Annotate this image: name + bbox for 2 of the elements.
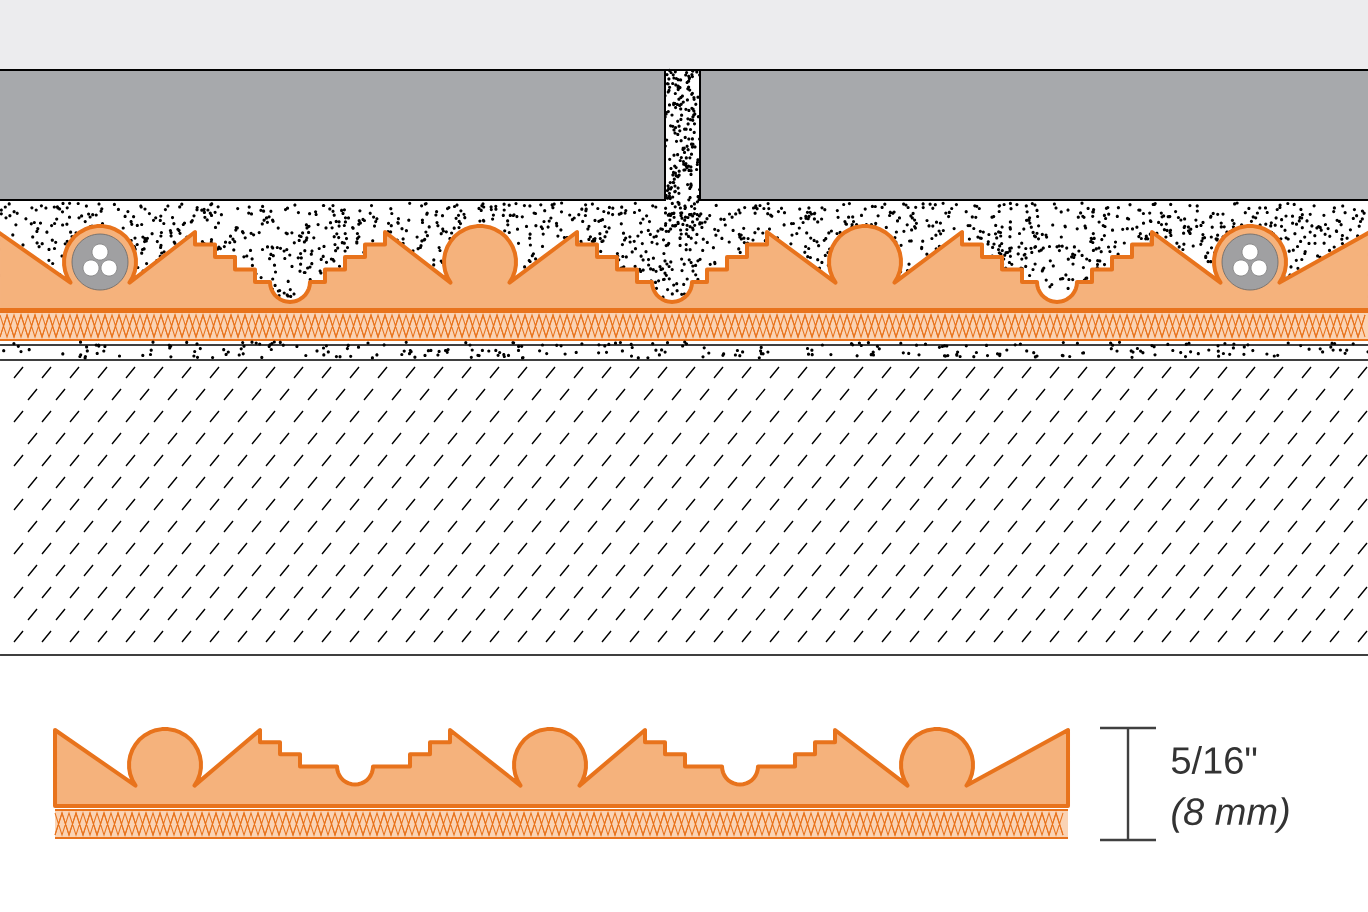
dimension-label: (8 mm) xyxy=(1172,797,1289,833)
dimension-label: 5/16" xyxy=(1171,746,1257,774)
